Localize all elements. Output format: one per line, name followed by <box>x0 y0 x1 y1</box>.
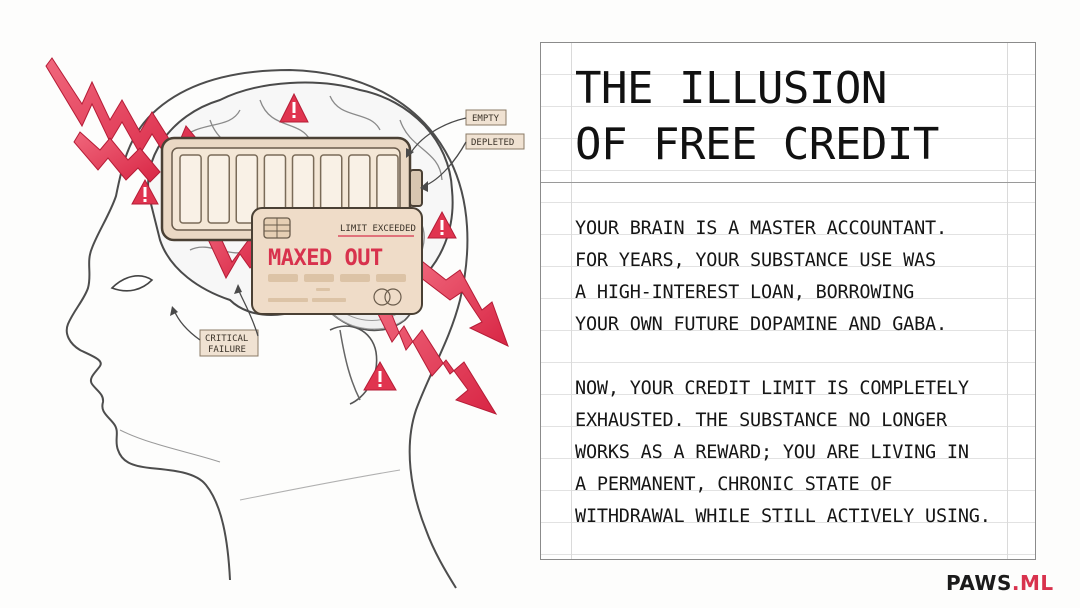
tag-critical-failure: CRITICAL FAILURE <box>199 329 259 357</box>
brand-name: PAWS <box>946 571 1012 595</box>
down-trend-arrow-icon <box>373 299 498 415</box>
svg-text:DEPLETED: DEPLETED <box>471 138 514 148</box>
down-trend-arrow-icon <box>73 131 161 183</box>
tag-empty: EMPTY <box>465 109 507 126</box>
info-panel: THE ILLUSION OF FREE CREDIT YOUR BRAIN I… <box>540 42 1036 560</box>
paragraph-credit-exhausted: NOW, YOUR CREDIT LIMIT IS COMPLETELY EXH… <box>575 373 991 533</box>
down-trend-arrow-icon <box>415 257 509 347</box>
text-line: A PERMANENT, CHRONIC STATE OF <box>575 474 893 495</box>
card-limit-label: LIMIT EXCEEDED <box>340 224 416 234</box>
chip-icon <box>263 217 291 239</box>
text-line: WORKS AS A REWARD; YOU ARE LIVING IN <box>575 442 969 463</box>
warning-icon <box>363 360 397 391</box>
eye <box>110 275 154 292</box>
title-line: THE ILLUSION <box>575 63 887 114</box>
tag-depleted: DEPLETED <box>465 133 525 150</box>
warning-icon <box>131 178 159 205</box>
text-line: FOR YEARS, YOUR SUBSTANCE USE WAS <box>575 250 936 271</box>
svg-text:FAILURE: FAILURE <box>208 345 246 355</box>
battery-cell <box>207 154 230 224</box>
battery-cell <box>235 154 259 224</box>
brand-logo[interactable]: PAWS.ML <box>946 571 1054 595</box>
paragraph-credit-loan: YOUR BRAIN IS A MASTER ACCOUNTANT. FOR Y… <box>575 213 947 341</box>
page-title: THE ILLUSION OF FREE CREDIT <box>575 61 939 173</box>
svg-text:EMPTY: EMPTY <box>472 114 500 124</box>
card-status-label: MAXED OUT <box>268 246 383 271</box>
text-line: NOW, YOUR CREDIT LIMIT IS COMPLETELY <box>575 378 969 399</box>
warning-icon <box>279 92 309 123</box>
svg-text:CRITICAL: CRITICAL <box>205 334 248 344</box>
text-line: YOUR OWN FUTURE DOPAMINE AND GABA. <box>575 314 947 335</box>
battery-cell <box>179 154 202 224</box>
text-line: EXHAUSTED. THE SUBSTANCE NO LONGER <box>575 410 947 431</box>
credit-card: LIMIT EXCEEDED MAXED OUT <box>251 207 423 315</box>
text-line: WITHDRAWAL WHILE STILL ACTIVELY USING. <box>575 506 991 527</box>
brand-suffix: .ML <box>1011 571 1054 595</box>
text-line: YOUR BRAIN IS A MASTER ACCOUNTANT. <box>575 218 947 239</box>
brain-credit-illustration: LIMIT EXCEEDED MAXED OUT EMPTY DEPLETED … <box>45 57 525 589</box>
title-line: OF FREE CREDIT <box>575 119 939 170</box>
ear <box>329 325 378 405</box>
warning-icon <box>427 210 457 239</box>
head-profile <box>65 68 469 589</box>
text-line: A HIGH-INTEREST LOAN, BORROWING <box>575 282 915 303</box>
